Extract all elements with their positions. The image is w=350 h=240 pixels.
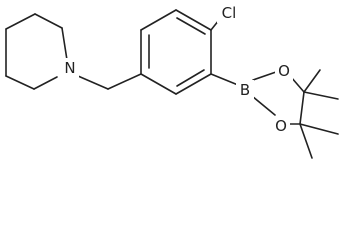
- methylene-linker: [77, 73, 142, 90]
- atom-label-boron: B: [236, 80, 254, 100]
- bond: [175, 9, 212, 31]
- bond: [5, 13, 36, 30]
- methyl-bond: [303, 69, 321, 93]
- methyl-bond: [299, 123, 339, 135]
- boron-label: B: [240, 81, 250, 99]
- atom-label-nitrogen: N: [61, 58, 79, 78]
- bond: [34, 13, 63, 29]
- bond: [140, 9, 177, 31]
- bond: [140, 73, 177, 95]
- chemical-structure-diagram: N Cl B O O: [5, 3, 339, 159]
- bond: [251, 95, 276, 116]
- double-bond-inner: [176, 69, 205, 87]
- bond: [77, 75, 109, 90]
- bond: [5, 75, 35, 90]
- bond: [210, 73, 239, 86]
- bond: [252, 71, 277, 81]
- atom-label-oxygen-top: O: [275, 61, 293, 81]
- bond: [175, 73, 212, 95]
- methyl-bond: [299, 123, 313, 159]
- nitrogen-label: N: [64, 59, 75, 77]
- atom-label-chlorine: Cl: [217, 3, 241, 23]
- pinacol-boronate: [210, 71, 305, 125]
- bond: [299, 91, 305, 125]
- double-bond-inner: [176, 17, 206, 35]
- bond: [61, 27, 68, 61]
- oxygen-top-label: O: [278, 62, 290, 80]
- bond: [107, 73, 142, 90]
- piperidine-ring: [5, 13, 68, 90]
- atom-label-oxygen-bottom: O: [272, 116, 290, 136]
- bond: [33, 76, 58, 90]
- oxygen-bottom-label: O: [275, 117, 287, 135]
- benzene-ring: [140, 9, 212, 95]
- methyl-bond: [303, 91, 339, 100]
- bond: [290, 76, 305, 93]
- methyl-groups: [299, 69, 339, 159]
- chlorine-label: Cl: [222, 4, 237, 22]
